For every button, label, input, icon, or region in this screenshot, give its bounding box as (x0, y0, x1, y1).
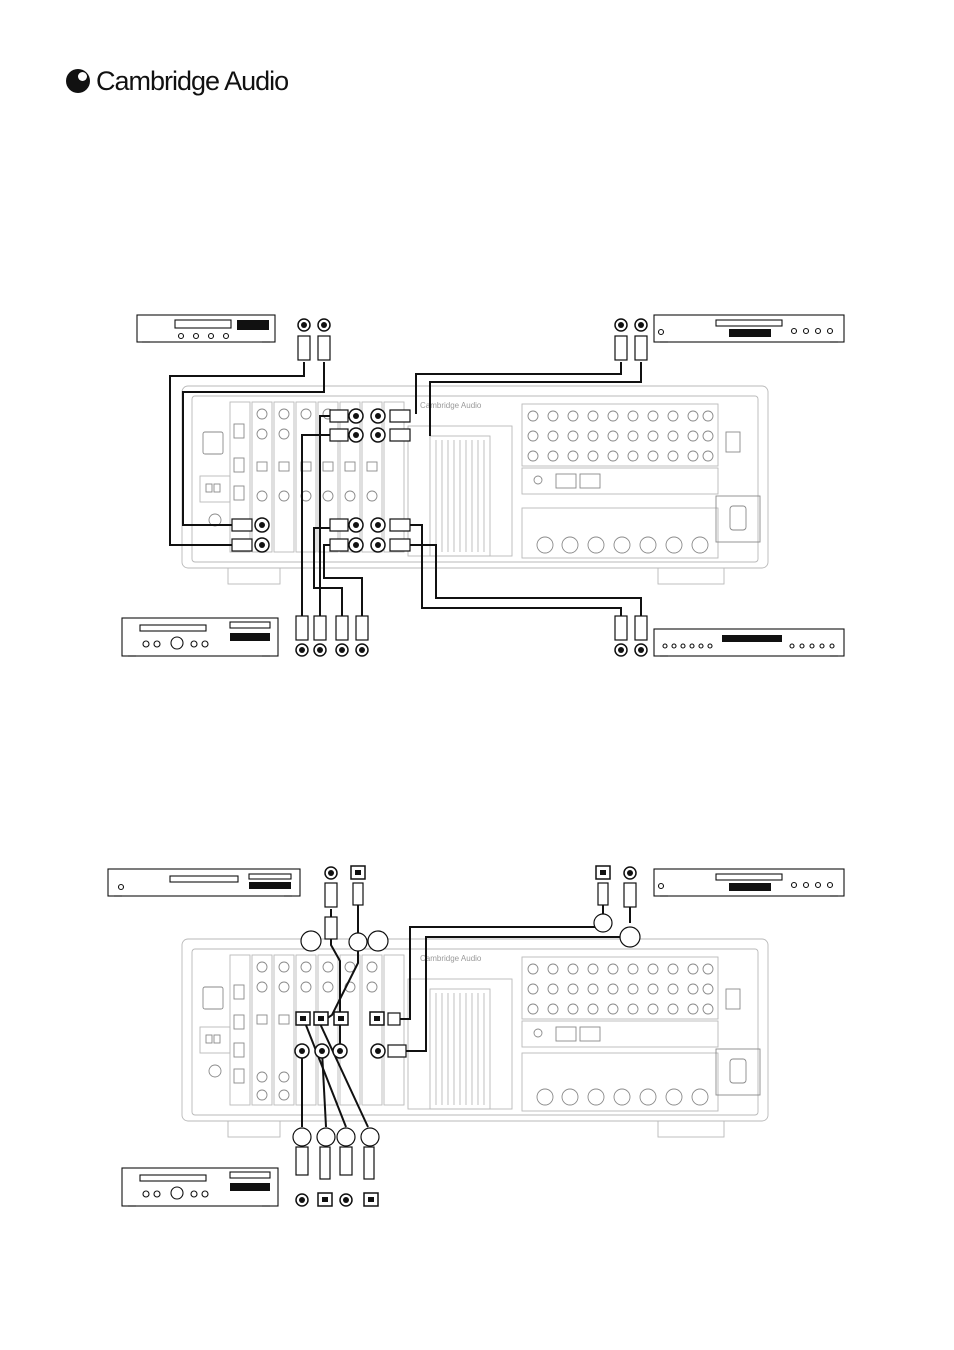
cable-dvd (408, 525, 641, 616)
source-jacks-cd (615, 319, 647, 360)
panel-logo-2: Cambridge Audio (420, 954, 482, 963)
cable-tuner (170, 362, 324, 545)
cd-player-device-left (108, 869, 300, 896)
recorder-connectors (293, 1128, 379, 1206)
dvd-player-device (654, 629, 844, 656)
digital-cable-recorder (302, 1015, 368, 1127)
source-connectors-right (594, 866, 640, 947)
source-jacks-dvd (615, 616, 647, 656)
cambridge-audio-logo-icon (66, 69, 90, 93)
cambridge-audio-logo: Cambridge Audio (66, 64, 288, 98)
cd-player-device-right (654, 869, 844, 896)
source-jacks-recorder (296, 616, 368, 656)
recorder-device (122, 618, 278, 656)
cable-cd (416, 362, 641, 436)
cable-recorder (302, 416, 362, 616)
analog-connection-diagram: Cambridge Audio (0, 300, 954, 670)
source-connectors-left (301, 866, 388, 951)
source-jacks-tuner (298, 319, 330, 360)
receiver-connectors-2 (295, 1012, 406, 1058)
digital-connection-diagram: Cambridge Audio (0, 855, 954, 1225)
tuner-device (137, 315, 275, 342)
receiver-rear-panel: Cambridge Audio (182, 386, 768, 584)
recorder-device-2 (122, 1168, 278, 1206)
cd-player-device (654, 315, 844, 342)
brand-name: Cambridge Audio (96, 66, 288, 97)
receiver-rear-panel-2: Cambridge Audio (182, 939, 768, 1137)
